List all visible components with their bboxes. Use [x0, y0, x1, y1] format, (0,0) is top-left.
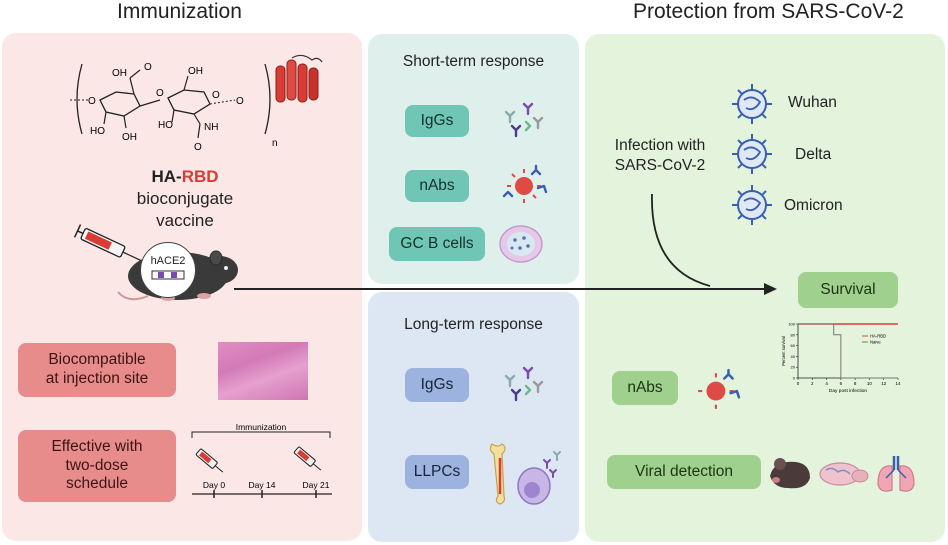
chem-label: OH [188, 66, 203, 77]
hace2-badge: hACE2 [140, 242, 196, 298]
lungs-icon [877, 456, 915, 492]
short-igg-pill: IgGs [405, 105, 469, 137]
chem-label: O [156, 88, 164, 99]
virus-icon [732, 84, 772, 124]
biocompatible-pill: Biocompatible at injection site [18, 343, 176, 397]
short-nabs-pill: nAbs [405, 170, 469, 202]
effective-line1: Effective with [51, 438, 143, 456]
chart-x-tick-label: 2 [811, 381, 814, 386]
chart-x-tick-label: 6 [840, 381, 843, 386]
hace2-label: hACE2 [150, 255, 186, 267]
chem-label: O [144, 62, 152, 73]
immunization-title: Immunization [117, 0, 242, 23]
mouse-head-icon [770, 458, 810, 489]
main-arrow [234, 283, 777, 295]
chart-series-line [798, 323, 898, 379]
effective-line2: two-dose [65, 456, 129, 474]
chart-y-axis-label: Percent survival [781, 336, 786, 366]
variant-label: Omicron [784, 197, 843, 214]
viral-detection-pill: Viral detection [607, 455, 761, 489]
antibody-cluster-icon [504, 102, 544, 138]
bone-marrow-icon [489, 443, 506, 505]
vaccine-name-ha: HA- [151, 167, 182, 186]
infection-curve [651, 193, 711, 287]
long-igg-pill: IgGs [405, 368, 469, 402]
infection-text: Infection with SARS-CoV-2 [600, 136, 720, 176]
virus-antibody-icon [698, 368, 741, 409]
chem-label: O [236, 96, 244, 107]
virus-icon [732, 134, 772, 174]
short-gcb-pill: GC B cells [389, 227, 485, 261]
hyaluronic-acid-structure-icon: OH O O O HO OH OH O O HO NH O n [70, 62, 278, 153]
rbd-protein-icon [275, 54, 323, 103]
chem-label: HO [90, 126, 105, 137]
histology-image [218, 342, 308, 400]
biocompatible-line1: Biocompatible [48, 351, 146, 369]
chart-x-tick-label: 12 [881, 381, 887, 386]
effective-pill: Effective with two-dose schedule [18, 430, 176, 502]
schedule-timeline: Immunization Day 0 Day 14 Day 21 [191, 422, 332, 498]
chart-legend-label: Naive [870, 340, 881, 345]
right-nabs-pill: nAbs [612, 371, 678, 405]
chem-label: O [88, 96, 96, 107]
chart-y-tick-label: 100 [788, 322, 795, 327]
syringe-icon [195, 448, 224, 473]
llpc-pill: LLPCs [405, 455, 469, 489]
chem-label: O [194, 142, 202, 153]
chart-y-tick-label: 40 [791, 354, 796, 359]
chart-y-tick-label: 60 [791, 343, 796, 348]
antibody-cluster-icon [504, 366, 544, 402]
chem-label: n [272, 138, 278, 149]
chart-x-tick-label: 8 [854, 381, 857, 386]
chart-x-tick-label: 0 [797, 381, 800, 386]
chem-label: OH [112, 68, 127, 79]
infection-line1: Infection with [614, 137, 706, 154]
chem-label: HO [158, 120, 173, 131]
chem-label: O [212, 90, 220, 101]
plasma-cell-icon [517, 451, 561, 505]
gc-b-cell-icon [499, 225, 543, 263]
syringe-icon [73, 224, 142, 262]
chem-label: NH [204, 122, 218, 133]
chart-x-tick-label: 10 [867, 381, 873, 386]
effective-line3: schedule [65, 475, 129, 493]
chart-y-tick-label: 0 [793, 376, 796, 381]
schedule-day: Day 14 [249, 480, 276, 490]
protection-title: Protection from SARS-CoV-2 [633, 0, 904, 23]
variant-label: Wuhan [788, 94, 837, 111]
syringe-icon [293, 446, 322, 471]
chart-y-tick-label: 20 [791, 365, 796, 370]
vaccine-line3: vaccine [156, 211, 214, 231]
schedule-header: Immunization [236, 422, 287, 432]
long-term-title: Long-term response [404, 316, 543, 333]
receptor-icon [151, 270, 185, 280]
variant-label: Delta [795, 146, 832, 163]
vaccine-name-rbd: RBD [181, 167, 219, 186]
infection-line2: SARS-CoV-2 [614, 157, 706, 175]
virus-icon [732, 185, 772, 225]
virus-antibody-icon [502, 164, 548, 203]
schedule-day: Day 21 [303, 480, 330, 490]
schedule-day: Day 0 [203, 480, 225, 490]
chem-label: OH [122, 132, 137, 143]
biocompatible-line2: at injection site [45, 370, 149, 387]
short-term-title: Short-term response [402, 53, 545, 70]
vaccine-line2: bioconjugate [136, 189, 234, 209]
survival-pill: Survival [798, 272, 898, 308]
chart-x-tick-label: 4 [825, 381, 828, 386]
chart-x-axis-label: Day post infection [829, 388, 867, 394]
brain-icon [819, 462, 869, 486]
chart-x-tick-label: 14 [895, 381, 901, 386]
chart-y-tick-label: 80 [791, 332, 796, 337]
vaccine-name: HA-RBD bioconjugate vaccine [120, 166, 250, 232]
chart-legend-label: HA-RBD [870, 334, 886, 339]
